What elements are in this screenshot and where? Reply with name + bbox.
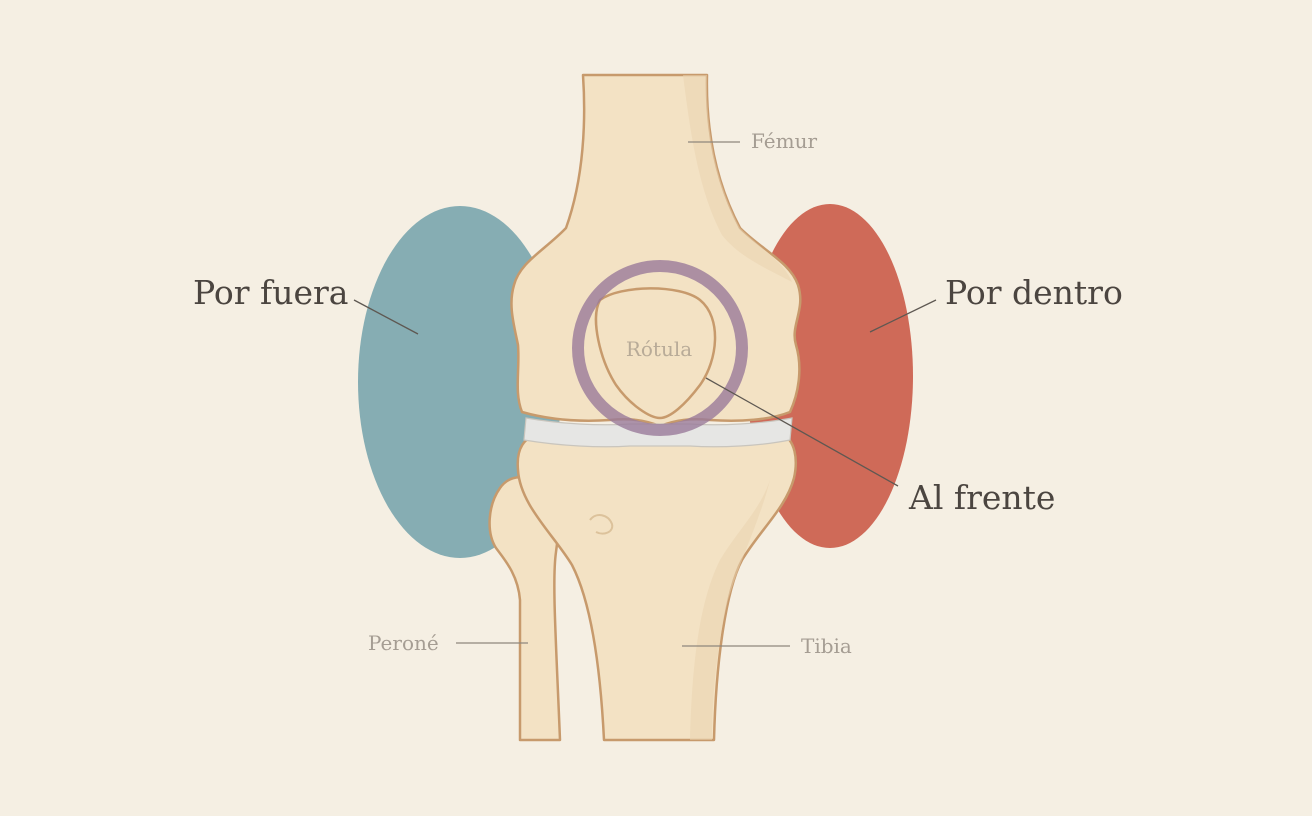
patella-bone	[594, 287, 717, 420]
outside-leader	[353, 299, 419, 335]
label-fibula: Peroné	[368, 631, 439, 655]
front-leader	[705, 377, 899, 487]
label-outside: Por fuera	[193, 273, 348, 312]
femur-shading	[683, 75, 792, 282]
tibia-tubercle	[589, 514, 614, 535]
tibia-shading	[690, 480, 770, 740]
front-ring	[572, 260, 748, 436]
inside-leader	[869, 299, 937, 333]
label-front: Al frente	[908, 478, 1055, 517]
label-patella: Rótula	[626, 337, 692, 361]
label-inside: Por dentro	[945, 273, 1123, 312]
label-femur: Fémur	[751, 129, 817, 153]
label-tibia: Tibia	[801, 634, 852, 658]
